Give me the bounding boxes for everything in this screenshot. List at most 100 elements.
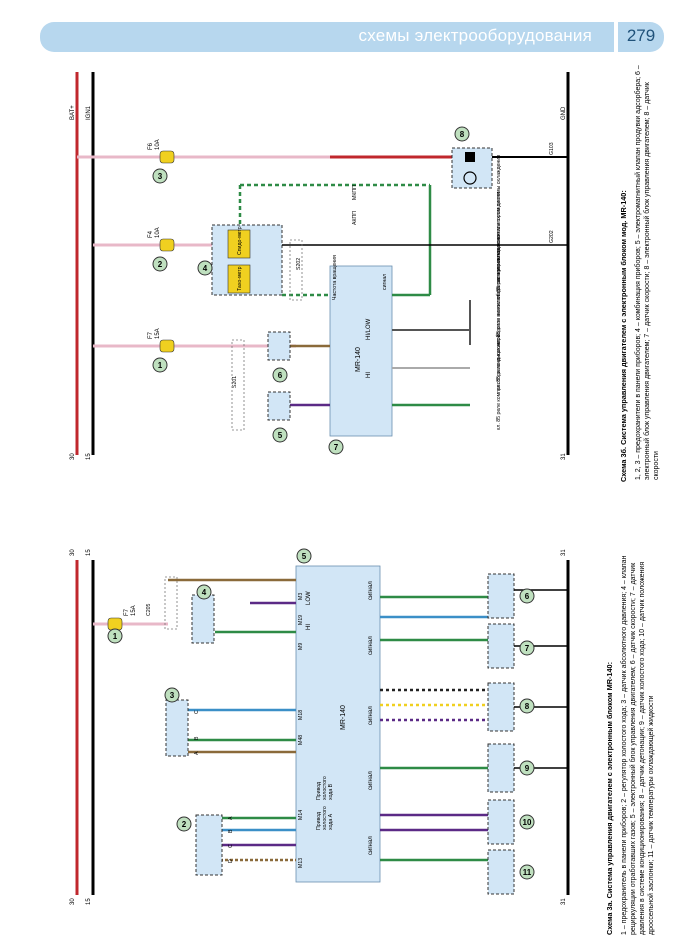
ecu-block-right	[329, 265, 393, 437]
rail-31-label-r: 31	[561, 453, 567, 460]
callout-9: 9	[525, 764, 530, 773]
rail-ign-label: IGN1	[86, 105, 92, 120]
speed-sensor-icon	[463, 171, 477, 185]
fuse-f7-rating: 15A	[131, 605, 137, 616]
rail-30-label: 30	[70, 549, 76, 556]
relay-label-1: кл. 85 реле высоких оборотов вентилятора…	[496, 233, 502, 390]
callout-r4: 4	[203, 264, 208, 273]
callout-10: 10	[523, 818, 532, 827]
rail-30-label-bottom: 30	[70, 898, 76, 905]
ecu-pin-m14: M14	[298, 810, 304, 820]
ecu-name-right: MR-140	[355, 347, 362, 372]
idle-label-b3: хода B	[328, 783, 334, 800]
s202-label: S202	[296, 258, 302, 270]
ecu-signal-label-4: сигнал	[368, 771, 374, 790]
splice-s201	[231, 339, 245, 431]
idle-label-b1: Привод	[316, 782, 322, 800]
idle-label-a2: холостого	[322, 806, 328, 830]
tachometer-icon	[227, 264, 251, 294]
ecu-pin-m3: M3	[298, 593, 304, 600]
sensor-11-box	[487, 849, 515, 895]
connector-c205-left: C205	[146, 603, 152, 616]
splice-box-left	[164, 576, 178, 630]
left-caption-body: 1 – предохранитель в панели приборов; 2 …	[620, 545, 676, 935]
callout-11: 11	[523, 868, 532, 877]
component-callouts-right: 1 2 3 4 5 6 7 8	[152, 126, 470, 455]
purge-valve-5-box	[267, 391, 291, 421]
speed-sensor-body	[465, 152, 475, 162]
ecu-pin-m18: M18	[298, 710, 304, 720]
ecu-signal-label-3: сигнал	[368, 706, 374, 725]
rail-gnd-label: GND	[561, 106, 567, 120]
fuse-f4-rating: 10A	[155, 227, 161, 238]
map-sensor-3-box	[165, 699, 189, 757]
right-caption-title: Схема 3б. Система управления двигателем …	[619, 190, 628, 482]
left-diagram: 30 15 31 30 15 31 F7 15A C205 MR-140 LOW…	[70, 548, 614, 935]
idle-label-a3: хода A	[328, 813, 334, 830]
s201-label: S201	[232, 376, 238, 388]
ecu-hi-label: HI	[366, 372, 372, 378]
sensor2-pin-d: D	[228, 859, 234, 863]
idle-regulator-2-box	[195, 814, 223, 876]
sensor3-pin-c: C	[194, 710, 200, 714]
mt-label: МКПП	[352, 185, 358, 200]
ecu-hilow-label: HI/LOW	[366, 318, 372, 340]
callout-3: 3	[170, 691, 175, 700]
sensor-7-box	[487, 623, 515, 669]
fuse-f7r-rating: 15A	[155, 328, 161, 339]
ecu-pin-label-1: LOW	[306, 591, 312, 605]
akpp-label: АКПП	[352, 211, 358, 225]
ecu-pin-m9: M9	[298, 643, 304, 650]
ecu-pin-m13: M13	[298, 858, 304, 868]
left-caption-text: 1 – предохранитель в панели приборов; 2 …	[621, 555, 655, 935]
ecu-name-left: MR-140	[340, 705, 347, 730]
ecu-block-left	[295, 565, 381, 883]
callout-7: 7	[525, 644, 530, 653]
sensor2-pin-c: C	[228, 844, 234, 848]
left-caption-title: Схема 3а. Система управления двигателем …	[605, 662, 614, 935]
egr-valve-4-box	[191, 594, 215, 644]
speedometer-icon	[227, 229, 251, 259]
fuse-f6-icon	[159, 150, 175, 164]
tacho-label: Тахо-метр	[237, 266, 243, 291]
callout-r2: 2	[158, 260, 163, 269]
callout-8: 8	[525, 702, 530, 711]
splice-s202	[289, 239, 303, 301]
fuse-f7r-icon	[159, 339, 175, 353]
page-number-box: 279	[618, 22, 664, 52]
ecu-6-box	[267, 331, 291, 361]
right-caption-text: 1, 2, 3 – предохранители в панели прибор…	[635, 65, 660, 480]
ground-g103: G103	[549, 142, 555, 155]
right-caption-body: 1, 2, 3 – предохранители в панели прибор…	[634, 65, 662, 480]
ecu-signal-label-5: сигнал	[368, 836, 374, 855]
fuse-f4-name: F4	[148, 230, 154, 238]
idle-label-a1: Привод	[316, 812, 322, 830]
ecu-pin-label-2: HI	[306, 624, 312, 630]
sensor-10-box	[487, 799, 515, 845]
ecu-pin-m48: M48	[298, 735, 304, 745]
callout-r6: 6	[278, 371, 283, 380]
fuse-f7-icon	[107, 617, 123, 631]
rail-31-label-bottom: 31	[561, 898, 567, 905]
callout-6: 6	[525, 592, 530, 601]
callout-2: 2	[182, 820, 187, 829]
relay-label-4: кл. 85 реле управления вентилятором сист…	[496, 155, 502, 300]
ground-g202: G202	[549, 230, 555, 243]
callout-r3: 3	[158, 172, 163, 181]
ecu-pin-m19: M19	[298, 615, 304, 625]
rail-30-label-r: 30	[70, 453, 76, 460]
ecu-signal-label-2: сигнал	[368, 636, 374, 655]
ecu-speed-label: Частота вращения	[332, 255, 338, 300]
idle-label-b2: холостого	[322, 776, 328, 800]
rail-15-label-bottom: 15	[86, 898, 92, 905]
fuse-f7r-name: F7	[148, 331, 154, 339]
fuse-f4-icon	[159, 238, 175, 252]
right-diagram: BAT+ IGN1 GND 30 15 31 F6 10A F4 10A F7 …	[70, 72, 628, 482]
ecu-signal-label: сигнал	[382, 274, 388, 290]
rail-31-label: 31	[561, 549, 567, 556]
rail-15-label: 15	[86, 549, 92, 556]
ecu-signal-label-1: сигнал	[368, 581, 374, 600]
callout-r7: 7	[334, 443, 339, 452]
sensor3-pin-b: B	[194, 736, 200, 740]
